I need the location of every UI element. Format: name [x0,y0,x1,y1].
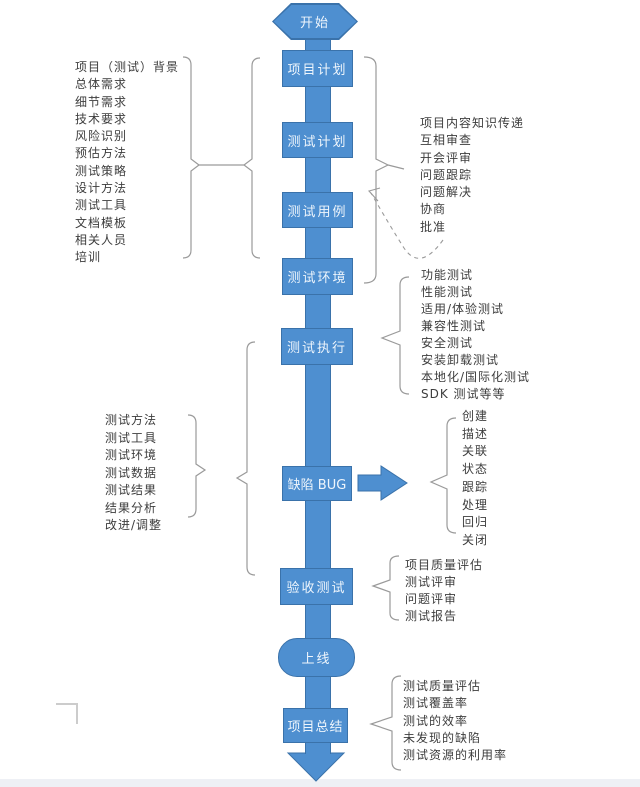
bracket-test-types [380,276,410,395]
execution-aspects-list: 测试方法测试工具测试环境测试数据测试结果结果分析改进/调整 [105,412,162,535]
list-item: 问题评审 [405,592,458,606]
list-item: 关闭 [462,532,489,547]
flow-node-test-environment: 测试环境 [282,258,353,295]
flow-node-start: 开始 [272,3,358,40]
flow-node-test-execution: 测试执行 [281,328,353,365]
flow-node-project-plan: 项目计划 [282,50,353,87]
list-item: 改进/调整 [105,518,163,532]
list-item: 项目内容知识传递 [420,116,525,130]
list-item: 技术要求 [75,111,128,126]
flow-node-defect-bug: 缺陷 BUG [282,466,352,501]
flow-node-project-summary: 项目总结 [283,708,348,743]
list-item: 开会评审 [420,150,473,165]
list-item: 问题解决 [420,185,473,200]
list-item: 安全测试 [421,336,474,350]
list-item: 测试方法 [105,413,158,427]
list-item: 互相审查 [420,133,473,148]
list-item: 预估方法 [75,146,128,161]
list-item: 测试工具 [105,430,158,445]
flow-node-test-plan: 测试计划 [282,122,353,158]
list-item: 创建 [462,409,489,423]
flow-node-test-case: 测试用例 [282,192,353,228]
list-item: 结果分析 [105,500,158,515]
list-item: 测试资源的利用率 [403,748,508,763]
review-activities-list: 项目内容知识传递互相审查开会评审问题跟踪问题解决协商批准 [420,115,524,236]
bottom-band [0,779,640,787]
list-item: 处理 [462,497,489,512]
bracket-acceptance-outputs [371,555,400,621]
flow-end-arrow-icon [286,752,346,782]
list-item: 适用/体验测试 [421,302,505,316]
list-item: 测试数据 [105,465,158,480]
list-item: 设计方法 [75,181,128,196]
bracket-bug-lifecycle [429,417,457,534]
list-item: SDK 测试等等 [421,387,506,401]
summary-metrics-list: 测试质量评估测试覆盖率测试的效率未发现的缺陷测试资源的利用率 [403,678,507,764]
list-item: 跟踪 [462,479,489,494]
list-item: 协商 [420,202,447,217]
bracket-execution-aspects [187,414,207,518]
list-item: 未发现的缺陷 [403,730,482,745]
test-types-list: 功能测试性能测试适用/体验测试兼容性测试安全测试安装卸载测试本地化/国际化测试 S… [421,267,530,403]
list-item: 回归 [462,515,489,530]
list-item: 测试环境 [105,448,158,462]
list-item: 描述 [462,426,489,441]
list-item: 测试结果 [105,483,158,497]
list-item: 项目质量评估 [405,558,484,572]
list-item: 文档模板 [75,215,128,230]
plan-inputs-list: 项目（测试）背景总体需求细节需求技术要求风险识别预估方法测试策略设计方法测试工具… [75,59,179,267]
list-item: 批准 [420,219,447,234]
list-item: 本地化/国际化测试 [421,370,531,384]
list-item: 安装卸载测试 [421,353,500,367]
dashed-arrowhead-icon [367,187,381,202]
list-item: 兼容性测试 [421,319,487,333]
flow-node-go-live: 上线 [278,638,355,677]
list-item: 项目（测试）背景 [75,60,180,74]
dashed-feedback-arrow [370,192,444,259]
list-item: 关联 [462,444,489,459]
list-item: 测试的效率 [403,713,469,728]
corner-mark [56,703,78,724]
list-item: 总体需求 [75,77,128,92]
list-item: 功能测试 [421,268,474,282]
bracket-connector-line-2 [387,164,405,170]
list-item: 性能测试 [421,285,474,299]
list-item: 测试质量评估 [403,679,482,693]
list-item: 细节需求 [75,94,128,109]
list-item: 问题跟踪 [420,167,473,182]
bug-lifecycle-list: 创建描述关联状态跟踪处理回归关闭 [462,408,488,550]
acceptance-outputs-list: 项目质量评估测试评审问题评审测试报告 [405,557,483,625]
bracket-column-right-1 [363,56,390,284]
bracket-summary-metrics [369,675,402,771]
list-item: 测试策略 [75,163,128,178]
list-item: 培训 [75,250,102,265]
list-item: 状态 [462,462,489,477]
list-item: 相关人员 [75,232,128,247]
list-item: 测试工具 [75,198,128,213]
list-item: 测试评审 [405,575,458,589]
list-item: 测试报告 [405,609,458,623]
bracket-column-left-1 [243,57,261,259]
bracket-plan-inputs [182,56,200,259]
list-item: 测试覆盖率 [403,696,469,711]
bracket-column-left-2 [235,341,256,576]
flow-node-label: 开始 [299,16,330,31]
bug-right-arrow-icon [357,465,408,501]
flow-node-acceptance-test: 验收测试 [280,568,353,605]
list-item: 风险识别 [75,129,128,144]
